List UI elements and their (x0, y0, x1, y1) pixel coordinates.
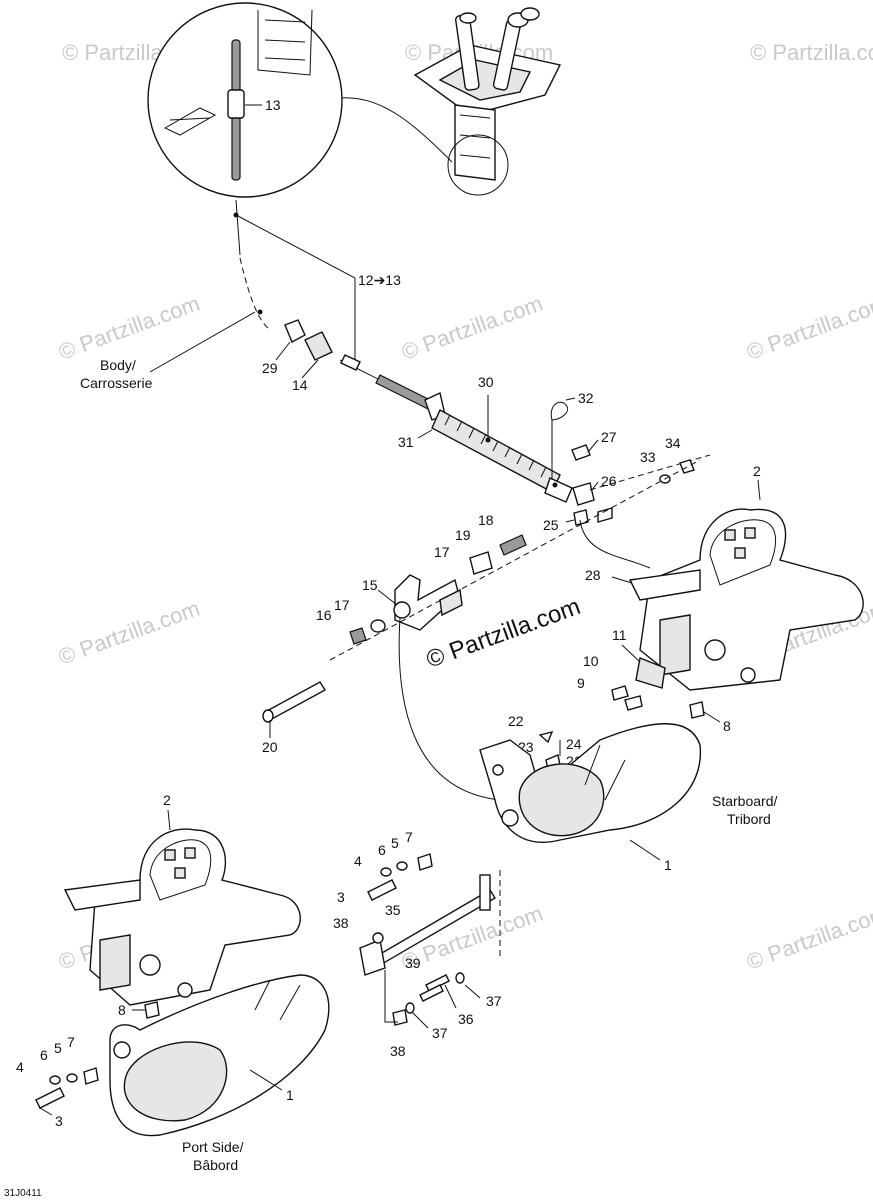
callout-12-13: 12➔13 (358, 272, 401, 288)
part-8-right (689, 701, 705, 719)
label-port-fr: Bâbord (193, 1157, 238, 1173)
part-25 (573, 509, 589, 526)
callout-29: 29 (262, 360, 278, 376)
callout-6-b: 6 (40, 1047, 48, 1063)
callout-17-a: 17 (434, 544, 450, 560)
callout-27: 27 (601, 429, 617, 445)
callout-7-b: 7 (67, 1034, 75, 1050)
callout-20: 20 (262, 739, 278, 755)
callout-32: 32 (578, 390, 594, 406)
part-38-a (372, 932, 384, 944)
part-14 (304, 331, 333, 361)
callout-2-bottom: 2 (163, 792, 171, 808)
watermark: © Partzilla.com (398, 291, 546, 365)
callout-7-a: 7 (405, 829, 413, 845)
callout-13: 13 (265, 97, 281, 113)
watermark: © Partzilla.com (55, 291, 203, 365)
callout-3-b: 3 (55, 1113, 63, 1129)
callout-17-b: 17 (334, 597, 350, 613)
part-34 (679, 459, 695, 474)
label-body-fr: Carrosserie (80, 375, 153, 391)
part-8-left (144, 1001, 160, 1019)
callout-8-right: 8 (723, 718, 731, 734)
part-15 (393, 574, 463, 631)
watermark: © Partzilla.com (55, 596, 203, 670)
diagram-code: 31J0411 (4, 1188, 42, 1199)
callout-37-a: 37 (486, 993, 502, 1009)
part-11 (635, 657, 666, 689)
callout-2-top: 2 (753, 463, 761, 479)
callout-9: 9 (577, 675, 585, 691)
cable-dashed (239, 257, 271, 331)
part-3-b (35, 1087, 65, 1109)
callout-19: 19 (455, 527, 471, 543)
callout-10: 10 (583, 653, 599, 669)
callout-4-a: 4 (354, 853, 362, 869)
callout-16: 16 (316, 607, 332, 623)
callout-39: 39 (405, 955, 421, 971)
callout-26: 26 (601, 473, 617, 489)
part-16 (349, 627, 367, 645)
callout-38-a: 38 (333, 915, 349, 931)
watermark: © Partzilla.com (743, 291, 873, 365)
shift-cable (339, 354, 573, 503)
callout-15: 15 (362, 577, 378, 593)
watermark: © Partzilla.com (743, 901, 873, 975)
callout-3-a: 3 (337, 889, 345, 905)
callout-37-b: 37 (432, 1025, 448, 1041)
bracket-starboard (628, 508, 864, 691)
detail-circle-small (447, 134, 509, 196)
shifter-assembly (413, 7, 562, 181)
part-32 (550, 401, 568, 421)
label-body-en: Body/ (100, 357, 136, 373)
callout-4-b: 4 (16, 1059, 24, 1075)
bracket-port (63, 828, 301, 1006)
callout-6-a: 6 (378, 842, 386, 858)
callout-1-right: 1 (664, 857, 672, 873)
callout-8-left: 8 (118, 1002, 126, 1018)
callout-30: 30 (478, 374, 494, 390)
watermark: © Partzilla.com (750, 40, 873, 65)
cable (235, 199, 241, 256)
part-3-a (367, 879, 397, 901)
callout-34: 34 (665, 435, 681, 451)
part-29 (284, 319, 306, 343)
callout-14: 14 (292, 377, 308, 393)
callout-22: 22 (508, 713, 524, 729)
callout-28: 28 (585, 567, 601, 583)
part-26 (572, 482, 595, 506)
part-18 (499, 534, 527, 556)
callout-18: 18 (478, 512, 494, 528)
part-20 (264, 681, 326, 721)
part-17-b (370, 619, 386, 633)
part-27 (571, 444, 591, 461)
housing-port (109, 974, 330, 1137)
callout-11: 11 (612, 627, 627, 643)
callout-31: 31 (398, 434, 414, 450)
housing-starboard (479, 723, 702, 843)
callout-24: 24 (566, 736, 582, 752)
callout-36: 36 (458, 1011, 474, 1027)
callout-33: 33 (640, 449, 656, 465)
callout-38-b: 38 (390, 1043, 406, 1059)
label-port-en: Port Side/ (182, 1139, 244, 1155)
detail-connector (337, 97, 453, 163)
callout-1-left: 1 (286, 1087, 294, 1103)
part-17-a (469, 551, 493, 575)
callout-5-a: 5 (391, 835, 399, 851)
part-10 (611, 685, 629, 701)
label-starboard-en: Starboard/ (712, 793, 777, 809)
label-starboard-fr: Tribord (727, 811, 771, 827)
callout-35: 35 (385, 902, 401, 918)
callout-5-b: 5 (54, 1040, 62, 1056)
detail-magnified (147, 2, 343, 198)
callout-25: 25 (543, 517, 559, 533)
